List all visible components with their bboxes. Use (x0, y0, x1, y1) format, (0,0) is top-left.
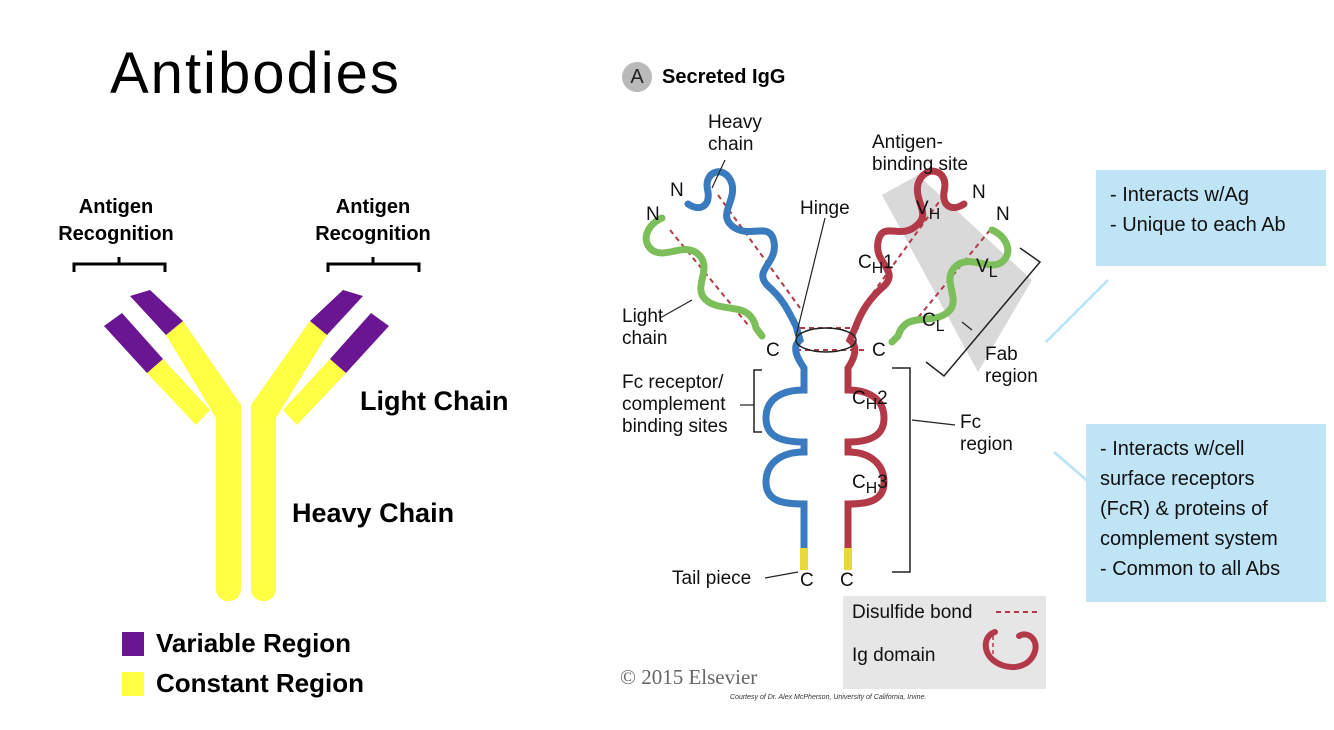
n-terminal-heavy-left: N (670, 180, 684, 202)
c-terminal-heavy-right: C (840, 570, 854, 592)
heavy-chain-diagram-label: Heavy chain (708, 112, 762, 156)
fc-region-bracket (892, 368, 910, 572)
heavy-chain-label: Heavy Chain (292, 498, 454, 529)
callout-fab-box: - Interacts w/Ag - Unique to each Ab (1096, 170, 1326, 266)
antibody-schematic (0, 0, 600, 730)
ch3-domain-label: CH3 (852, 472, 888, 500)
tail-piece-left (800, 548, 808, 570)
ch1-domain-label: CH1 (858, 252, 894, 280)
heavy-chain-blue (688, 172, 804, 550)
antigen-bracket-left (74, 257, 165, 272)
tail-piece-right (844, 548, 852, 570)
heavy-chain-stem-right (251, 405, 276, 601)
courtesy-text: Courtesy of Dr. Alex McPherson, Universi… (730, 694, 926, 701)
fc-receptor-bracket (754, 370, 762, 432)
fc-receptor-label: Fc receptor/ complement binding sites (622, 372, 728, 438)
figure-badge: A (622, 62, 652, 92)
fc-region-label: Fc region (960, 412, 1013, 456)
figure-title: A Secreted IgG (622, 62, 785, 92)
c-terminal-light-left: C (766, 340, 780, 362)
variable-region-swatch (122, 632, 144, 656)
cl-domain-label: CL (922, 310, 945, 338)
legend-constant-region: Constant Region (122, 668, 364, 699)
c-terminal-heavy-left: C (800, 570, 814, 592)
constant-region-swatch (122, 672, 144, 696)
callout-connector-top (1046, 280, 1108, 342)
antigen-bracket-right (328, 257, 419, 272)
vh-domain-label: VH (916, 198, 940, 226)
copyright-text: © 2015 Elsevier (620, 665, 757, 690)
fab-region-label: Fab region (985, 344, 1038, 388)
c-terminal-light-right: C (872, 340, 886, 362)
n-terminal-heavy-right: N (972, 182, 986, 204)
heavy-chain-stem-left (216, 405, 241, 601)
vl-domain-label: VL (976, 256, 998, 284)
antigen-binding-site-label: Antigen- binding site (872, 132, 968, 176)
tail-piece-label: Tail piece (672, 568, 751, 590)
hinge-label: Hinge (800, 198, 850, 220)
legend-variable-region: Variable Region (122, 628, 351, 659)
light-chain-label: Light Chain (360, 386, 508, 417)
figure-legend-symbols (843, 596, 1046, 689)
n-terminal-light-left: N (646, 204, 660, 226)
callout-fc-box: - Interacts w/cell surface receptors (Fc… (1086, 424, 1326, 602)
light-chain-diagram-label: Light chain (622, 306, 667, 350)
ch2-domain-label: CH2 (852, 388, 888, 416)
n-terminal-light-right: N (996, 204, 1010, 226)
